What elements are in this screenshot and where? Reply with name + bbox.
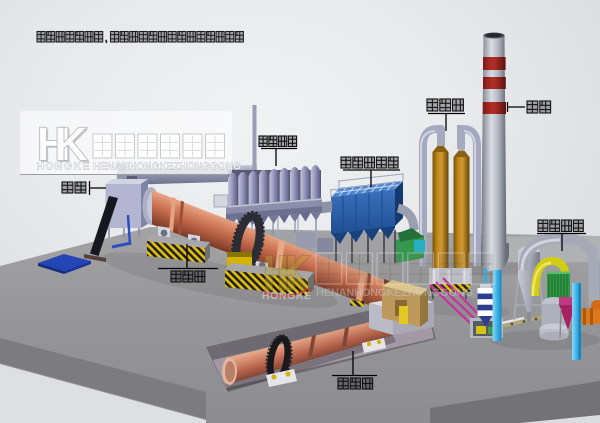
svg-text:HK: HK xyxy=(38,120,90,173)
svg-text:HONGKE: HONGKE xyxy=(37,161,90,173)
svg-text:HENANHONGKEZHONGGONG: HENANHONGKEZHONGGONG xyxy=(316,287,473,299)
svg-text:HK: HK xyxy=(37,119,89,172)
svg-text:HONGKE: HONGKE xyxy=(262,290,311,302)
svg-text:HENANHONGKEZHONGGONG: HENANHONGKEZHONGGONG xyxy=(93,162,241,173)
